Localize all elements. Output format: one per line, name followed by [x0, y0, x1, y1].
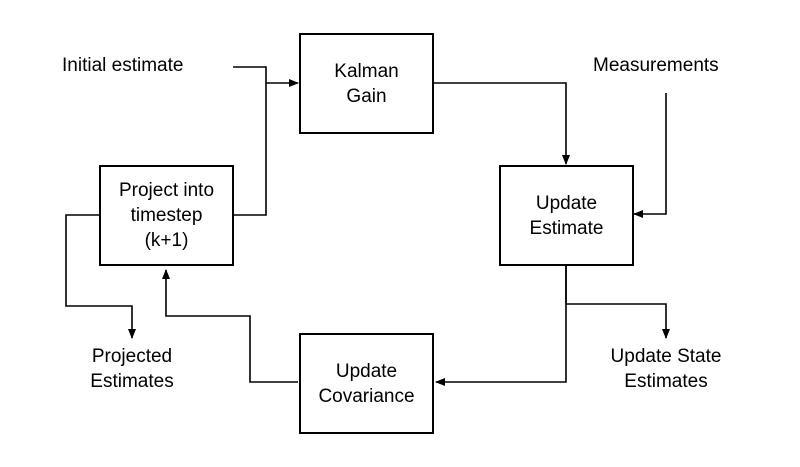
- update-estimate-label: Update Estimate: [529, 192, 604, 239]
- update-covariance-box: Update Covariance: [299, 333, 434, 434]
- initial-estimate-label: Initial estimate: [62, 55, 184, 76]
- arrow-initial-to-gain: [233, 66, 299, 87]
- kalman-gain-box: Kalman Gain: [299, 33, 434, 134]
- measurements-label: Measurements: [593, 55, 719, 76]
- arrow-project-to-gain: [234, 83, 267, 216]
- kalman-gain-label: Kalman Gain: [334, 60, 399, 107]
- update-state-estimates-label: Update State Estimates: [610, 346, 722, 392]
- update-covariance-label: Update Covariance: [318, 360, 415, 407]
- arrow-project-to-projected-estimates: [65, 214, 136, 339]
- project-timestep-label: Project into timestep (k+1): [118, 180, 215, 251]
- arrow-update-estimate-to-state: [565, 266, 670, 339]
- project-timestep-box: Project into timestep (k+1): [99, 165, 234, 266]
- arrow-update-estimate-to-covariance: [435, 266, 567, 386]
- projected-estimates-label: Projected Estimates: [90, 346, 174, 392]
- arrow-gain-to-update-estimate: [434, 82, 570, 165]
- update-estimate-box: Update Estimate: [499, 165, 634, 266]
- arrow-measurements-to-update-estimate: [633, 93, 667, 218]
- arrow-covariance-to-project: [162, 269, 298, 383]
